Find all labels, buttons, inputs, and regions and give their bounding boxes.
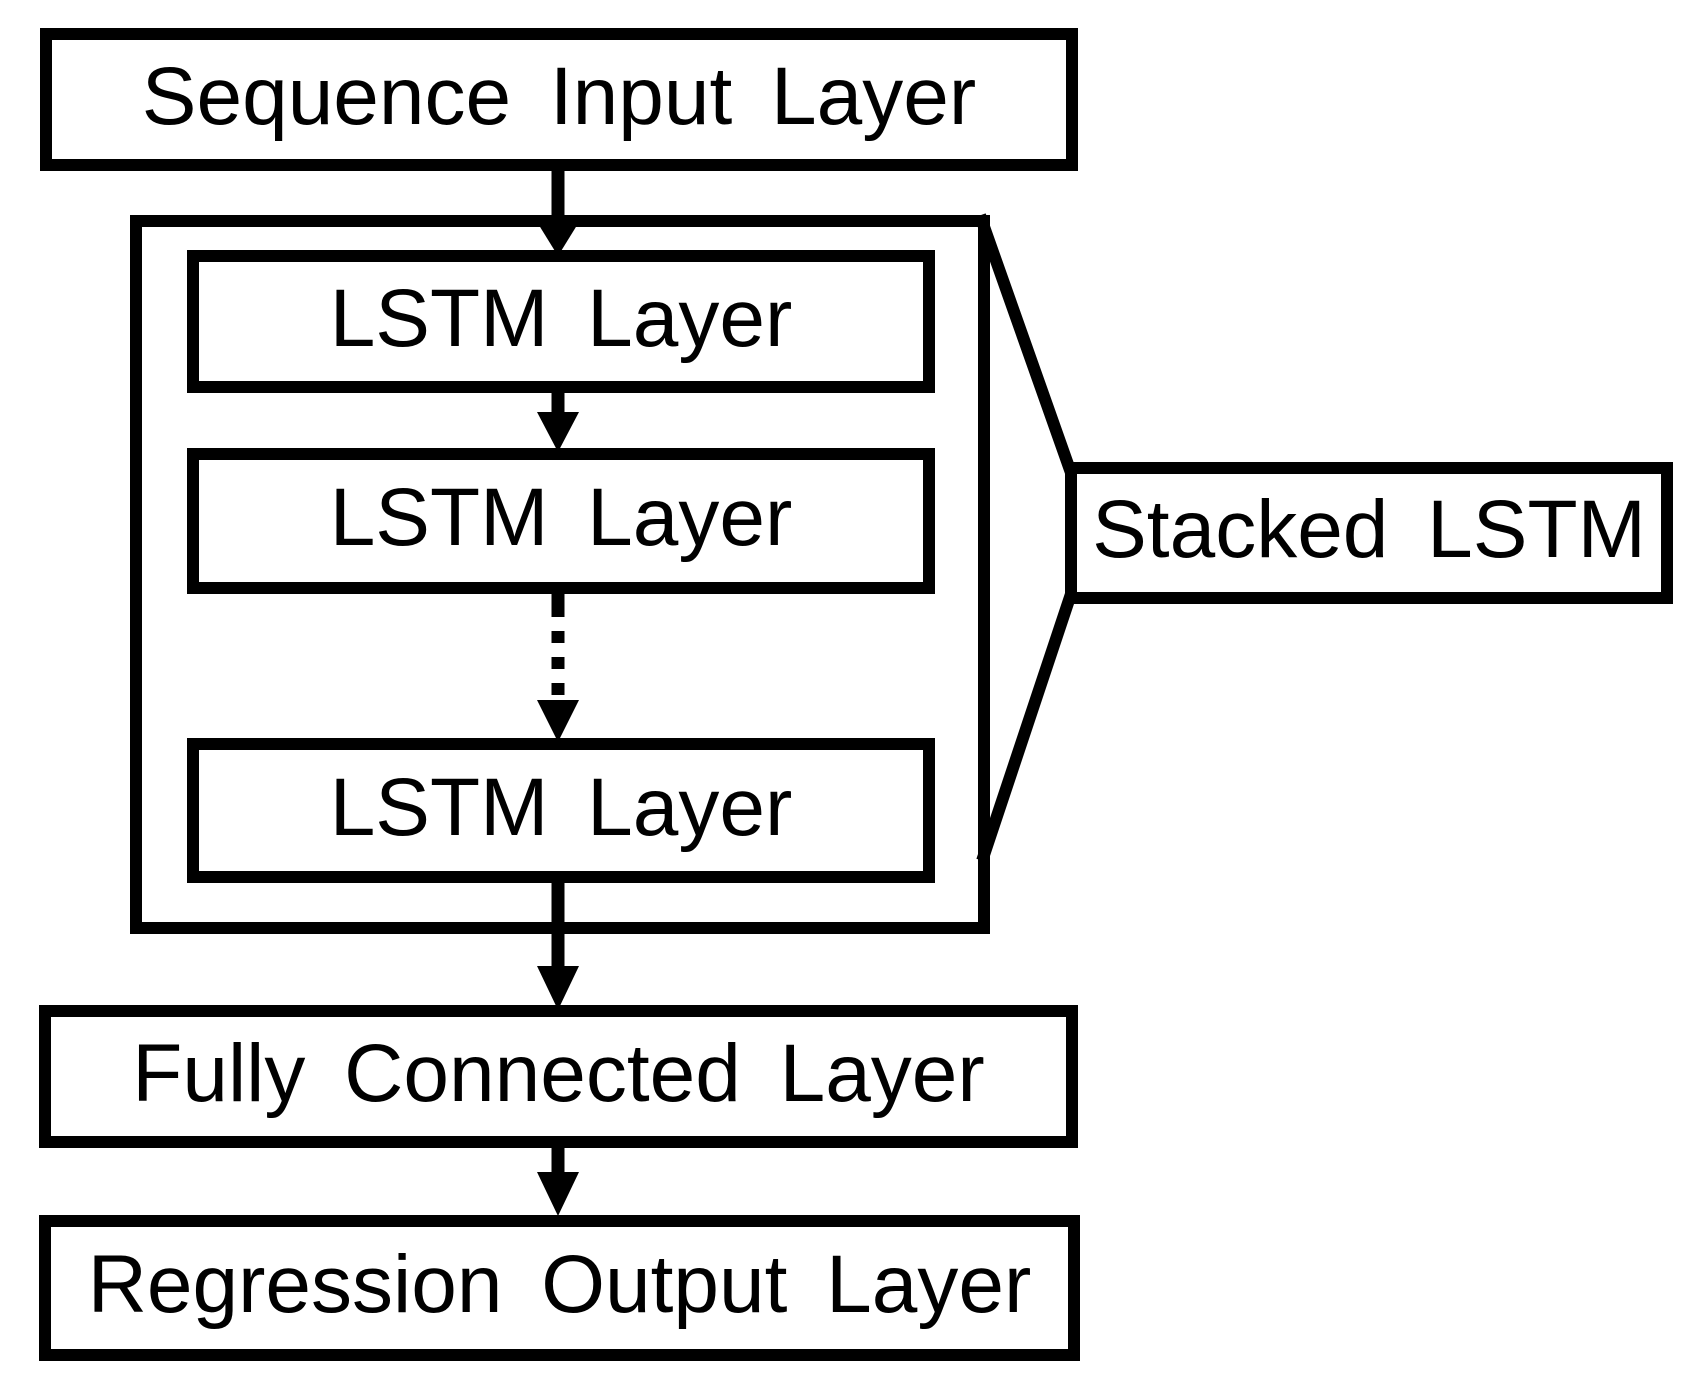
arrow-lstm1-to-lstm2-icon <box>537 388 579 452</box>
node-regression-output-layer: Regression Output Layer <box>39 1215 1080 1361</box>
lstm-layer-2-label: LSTM Layer <box>329 472 793 563</box>
brace-upper-line <box>974 213 1078 478</box>
node-fully-connected-layer: Fully Connected Layer <box>39 1005 1078 1148</box>
brace-lower-line <box>976 589 1078 863</box>
lstm-layer-1-label: LSTM Layer <box>329 272 793 364</box>
dotted-arrow-lstm2-to-lstm3-icon <box>537 591 579 742</box>
lstm-layer-3-label: LSTM Layer <box>329 761 793 853</box>
node-lstm-layer-3: LSTM Layer <box>187 738 935 883</box>
node-lstm-layer-1: LSTM Layer <box>187 250 935 393</box>
node-stacked-lstm-label-box: Stacked LSTM <box>1065 462 1673 604</box>
stacked-lstm-label: Stacked LSTM <box>1092 484 1646 575</box>
arrow-stack-to-fc-icon <box>537 878 579 1010</box>
fully-connected-layer-label: Fully Connected Layer <box>132 1027 985 1119</box>
arrow-fc-to-regression-icon <box>537 1143 579 1216</box>
regression-output-layer-label: Regression Output Layer <box>87 1239 1032 1330</box>
stacked-lstm-brace <box>974 213 1078 863</box>
node-lstm-layer-2: LSTM Layer <box>187 448 935 594</box>
arrow-input-to-lstm1-icon <box>537 165 579 256</box>
node-sequence-input-layer: Sequence Input Layer <box>40 28 1078 171</box>
sequence-input-layer-label: Sequence Input Layer <box>141 50 977 142</box>
